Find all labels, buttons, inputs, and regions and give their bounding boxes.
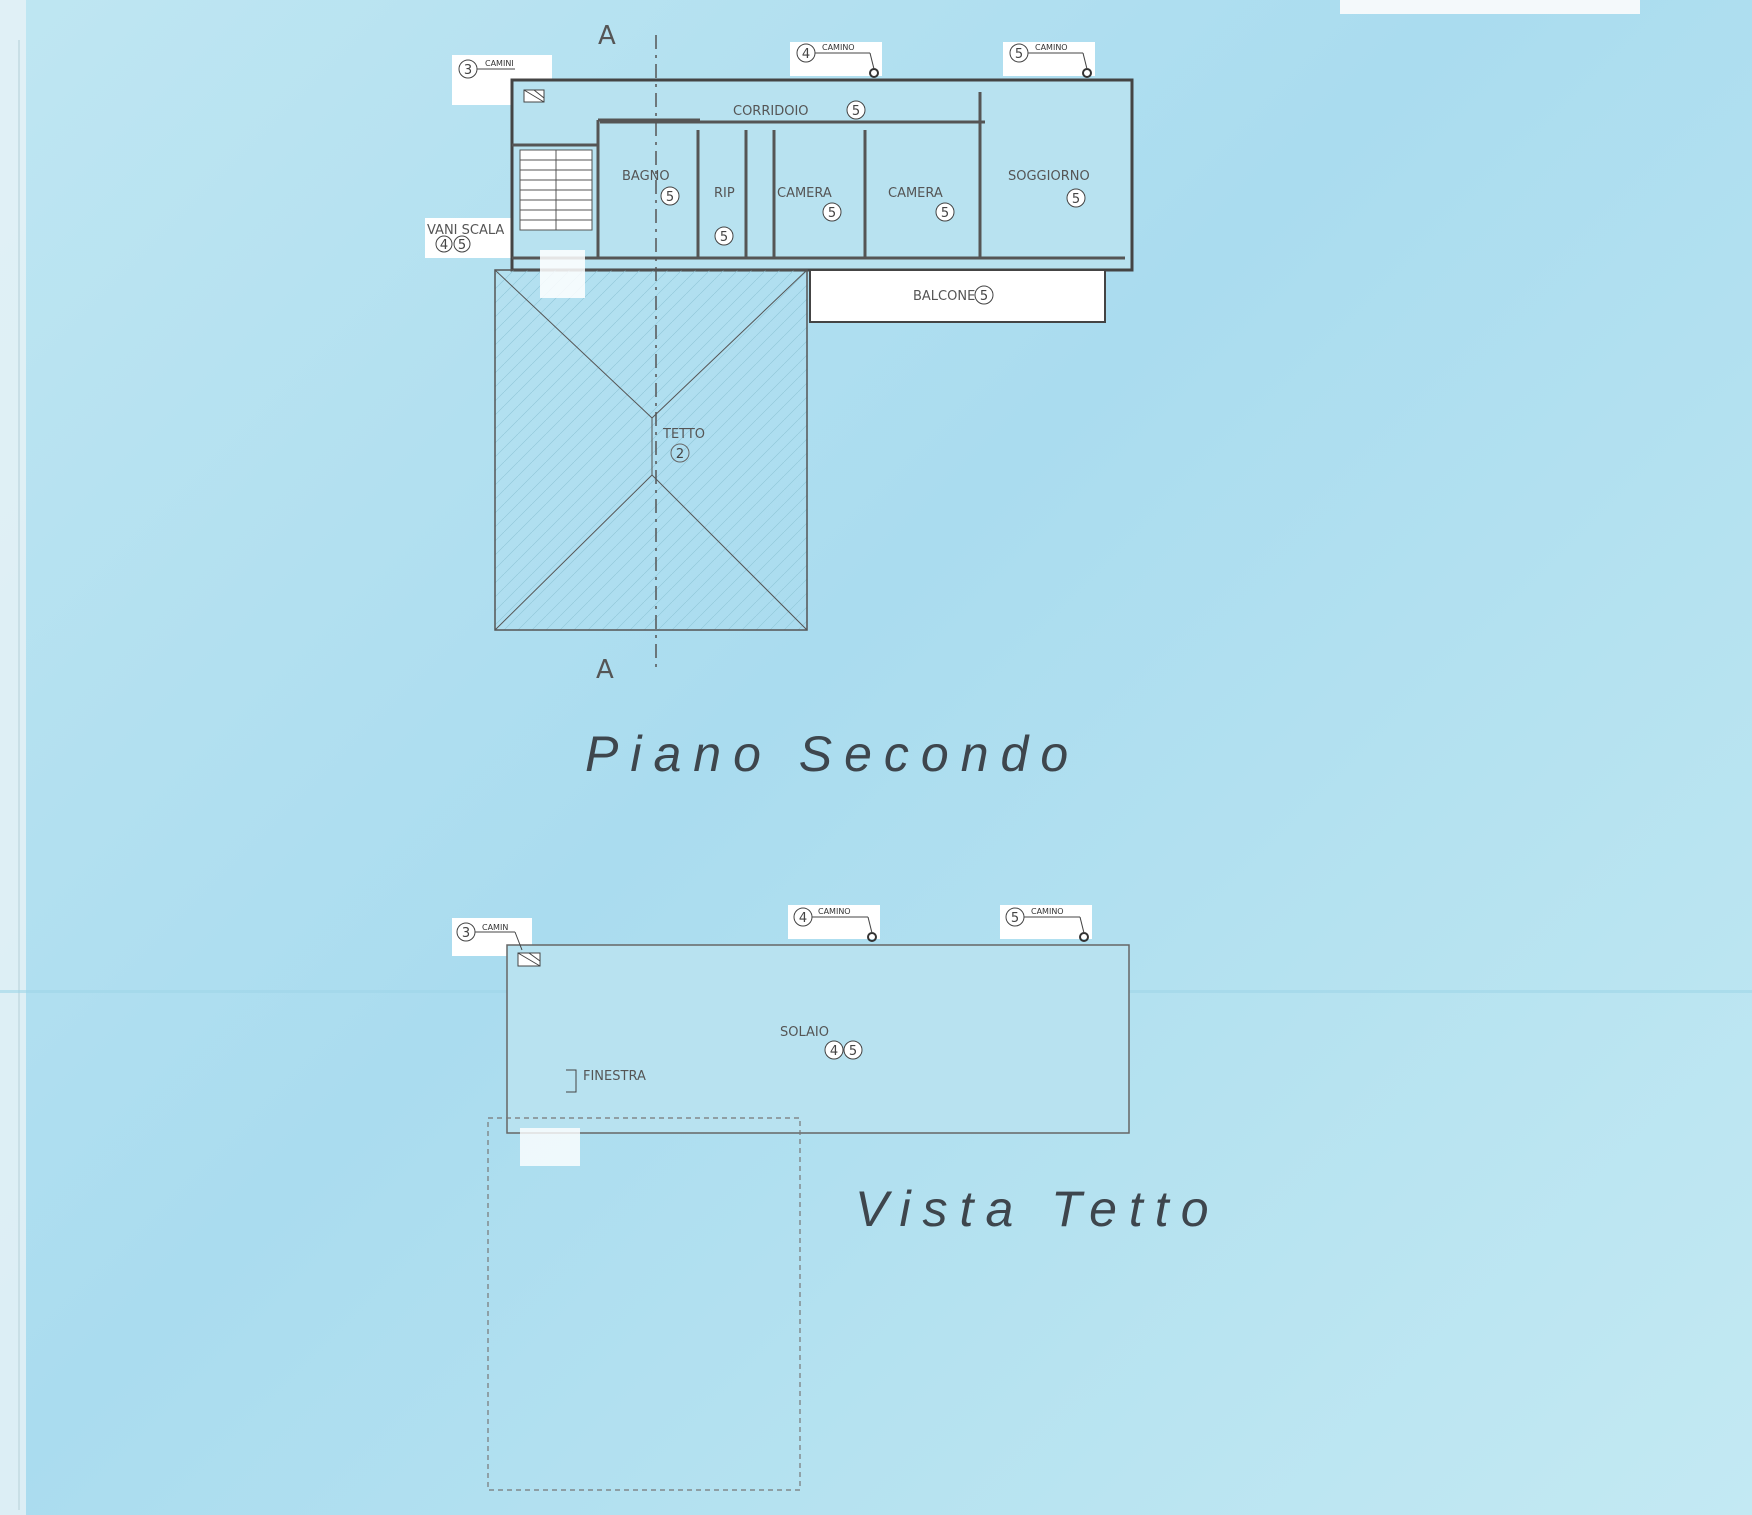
- svg-text:3: 3: [464, 63, 472, 78]
- corner-label-patch: [1340, 0, 1640, 14]
- roof-tetto: [494, 250, 808, 631]
- slab-label: SOLAIO: [780, 1025, 829, 1040]
- ref-soggiorno: 5: [1066, 188, 1086, 208]
- ref-chimney-5: 5: [1009, 43, 1029, 63]
- ref-slab-5: 5: [843, 1040, 863, 1060]
- paper-edge: [0, 0, 26, 1515]
- room-label-camera-1: CAMERA: [777, 186, 832, 201]
- roof-reference-markers: 4 5 3 4 5: [456, 907, 1025, 1060]
- ref-roof-chimney-4: 4: [793, 907, 813, 927]
- window-label: FINESTRA: [583, 1069, 646, 1084]
- section-mark-bottom: A: [596, 655, 614, 685]
- svg-text:4: 4: [799, 911, 807, 926]
- ref-roof-chimney-5: 5: [1005, 907, 1025, 927]
- roof-chimney-labels: CAMIN CAMINO CAMINO: [482, 907, 1064, 932]
- chimney-4-label: CAMINO: [822, 43, 855, 52]
- room-label-tetto: TETTO: [662, 427, 705, 442]
- svg-text:5: 5: [1015, 47, 1023, 62]
- svg-text:5: 5: [828, 206, 836, 221]
- svg-text:5: 5: [458, 238, 466, 253]
- svg-text:3: 3: [462, 926, 470, 941]
- svg-text:4: 4: [440, 238, 448, 253]
- roof-slab-outline: [506, 944, 1130, 1134]
- room-label-bagno: BAGNO: [622, 169, 670, 184]
- section-mark-top: A: [598, 21, 616, 51]
- svg-text:4: 4: [802, 47, 810, 62]
- chimney-5-label: CAMINO: [1035, 43, 1068, 52]
- room-label-rip: RIP: [714, 186, 735, 201]
- ref-bagno: 5: [660, 186, 680, 206]
- ref-stair-5: 5: [453, 235, 471, 253]
- roof-view-title: Vista Tetto: [855, 1181, 1221, 1237]
- ref-chimney-4: 4: [796, 43, 816, 63]
- reference-markers: 5 5 5 5 5 5 5 2 4 5 3 4 5: [435, 43, 1086, 463]
- balcony: [809, 269, 1106, 323]
- ref-corridoio: 5: [846, 100, 866, 120]
- room-labels: CORRIDOIO BAGNO RIP CAMERA CAMERA SOGGIO…: [427, 104, 1090, 442]
- roof-labels: SOLAIO FINESTRA: [583, 1025, 829, 1084]
- ref-camera-2: 5: [935, 202, 955, 222]
- svg-text:2: 2: [676, 447, 684, 462]
- ref-roof-chimney-3: 3: [456, 922, 476, 942]
- svg-text:5: 5: [720, 230, 728, 245]
- room-label-balcone: BALCONE: [913, 289, 975, 304]
- svg-text:5: 5: [980, 289, 988, 304]
- window-symbol: [566, 1069, 577, 1093]
- ref-camera-1: 5: [822, 202, 842, 222]
- lower-roof-outline: [487, 1117, 801, 1491]
- ref-slab-4: 4: [824, 1040, 844, 1060]
- room-label-camera-2: CAMERA: [888, 186, 943, 201]
- chimney-labels: CAMINI CAMINO CAMINO: [485, 43, 1068, 68]
- interior-walls: [512, 92, 1125, 260]
- ref-balcone: 5: [974, 285, 994, 305]
- lower-roof-patch: [520, 1128, 580, 1166]
- chimney-3-label: CAMINI: [485, 59, 514, 68]
- ref-stair-4: 4: [435, 235, 453, 253]
- room-label-soggiorno: SOGGIORNO: [1008, 169, 1090, 184]
- chimney-3-box: [523, 89, 545, 103]
- ref-rip: 5: [714, 226, 734, 246]
- stair-label: VANI SCALA: [427, 223, 504, 238]
- roof-chimney-4-label: CAMINO: [818, 907, 851, 916]
- svg-text:4: 4: [830, 1044, 838, 1059]
- floor-plan-title: Piano Secondo: [585, 726, 1081, 782]
- roof-chimney-5-label: CAMINO: [1031, 907, 1064, 916]
- ref-tetto: 2: [670, 443, 690, 463]
- roof-chimney-3-label: CAMIN: [482, 923, 508, 932]
- svg-text:5: 5: [1072, 192, 1080, 207]
- room-label-corridoio: CORRIDOIO: [733, 104, 809, 119]
- paper-edge-line: [18, 40, 20, 1510]
- svg-text:5: 5: [852, 104, 860, 119]
- svg-text:5: 5: [666, 190, 674, 205]
- svg-text:5: 5: [849, 1044, 857, 1059]
- stairs: [519, 149, 593, 231]
- svg-text:5: 5: [1011, 911, 1019, 926]
- roof-chimney-3-box: [517, 952, 541, 967]
- ref-chimney-3: 3: [458, 59, 478, 79]
- svg-text:5: 5: [941, 206, 949, 221]
